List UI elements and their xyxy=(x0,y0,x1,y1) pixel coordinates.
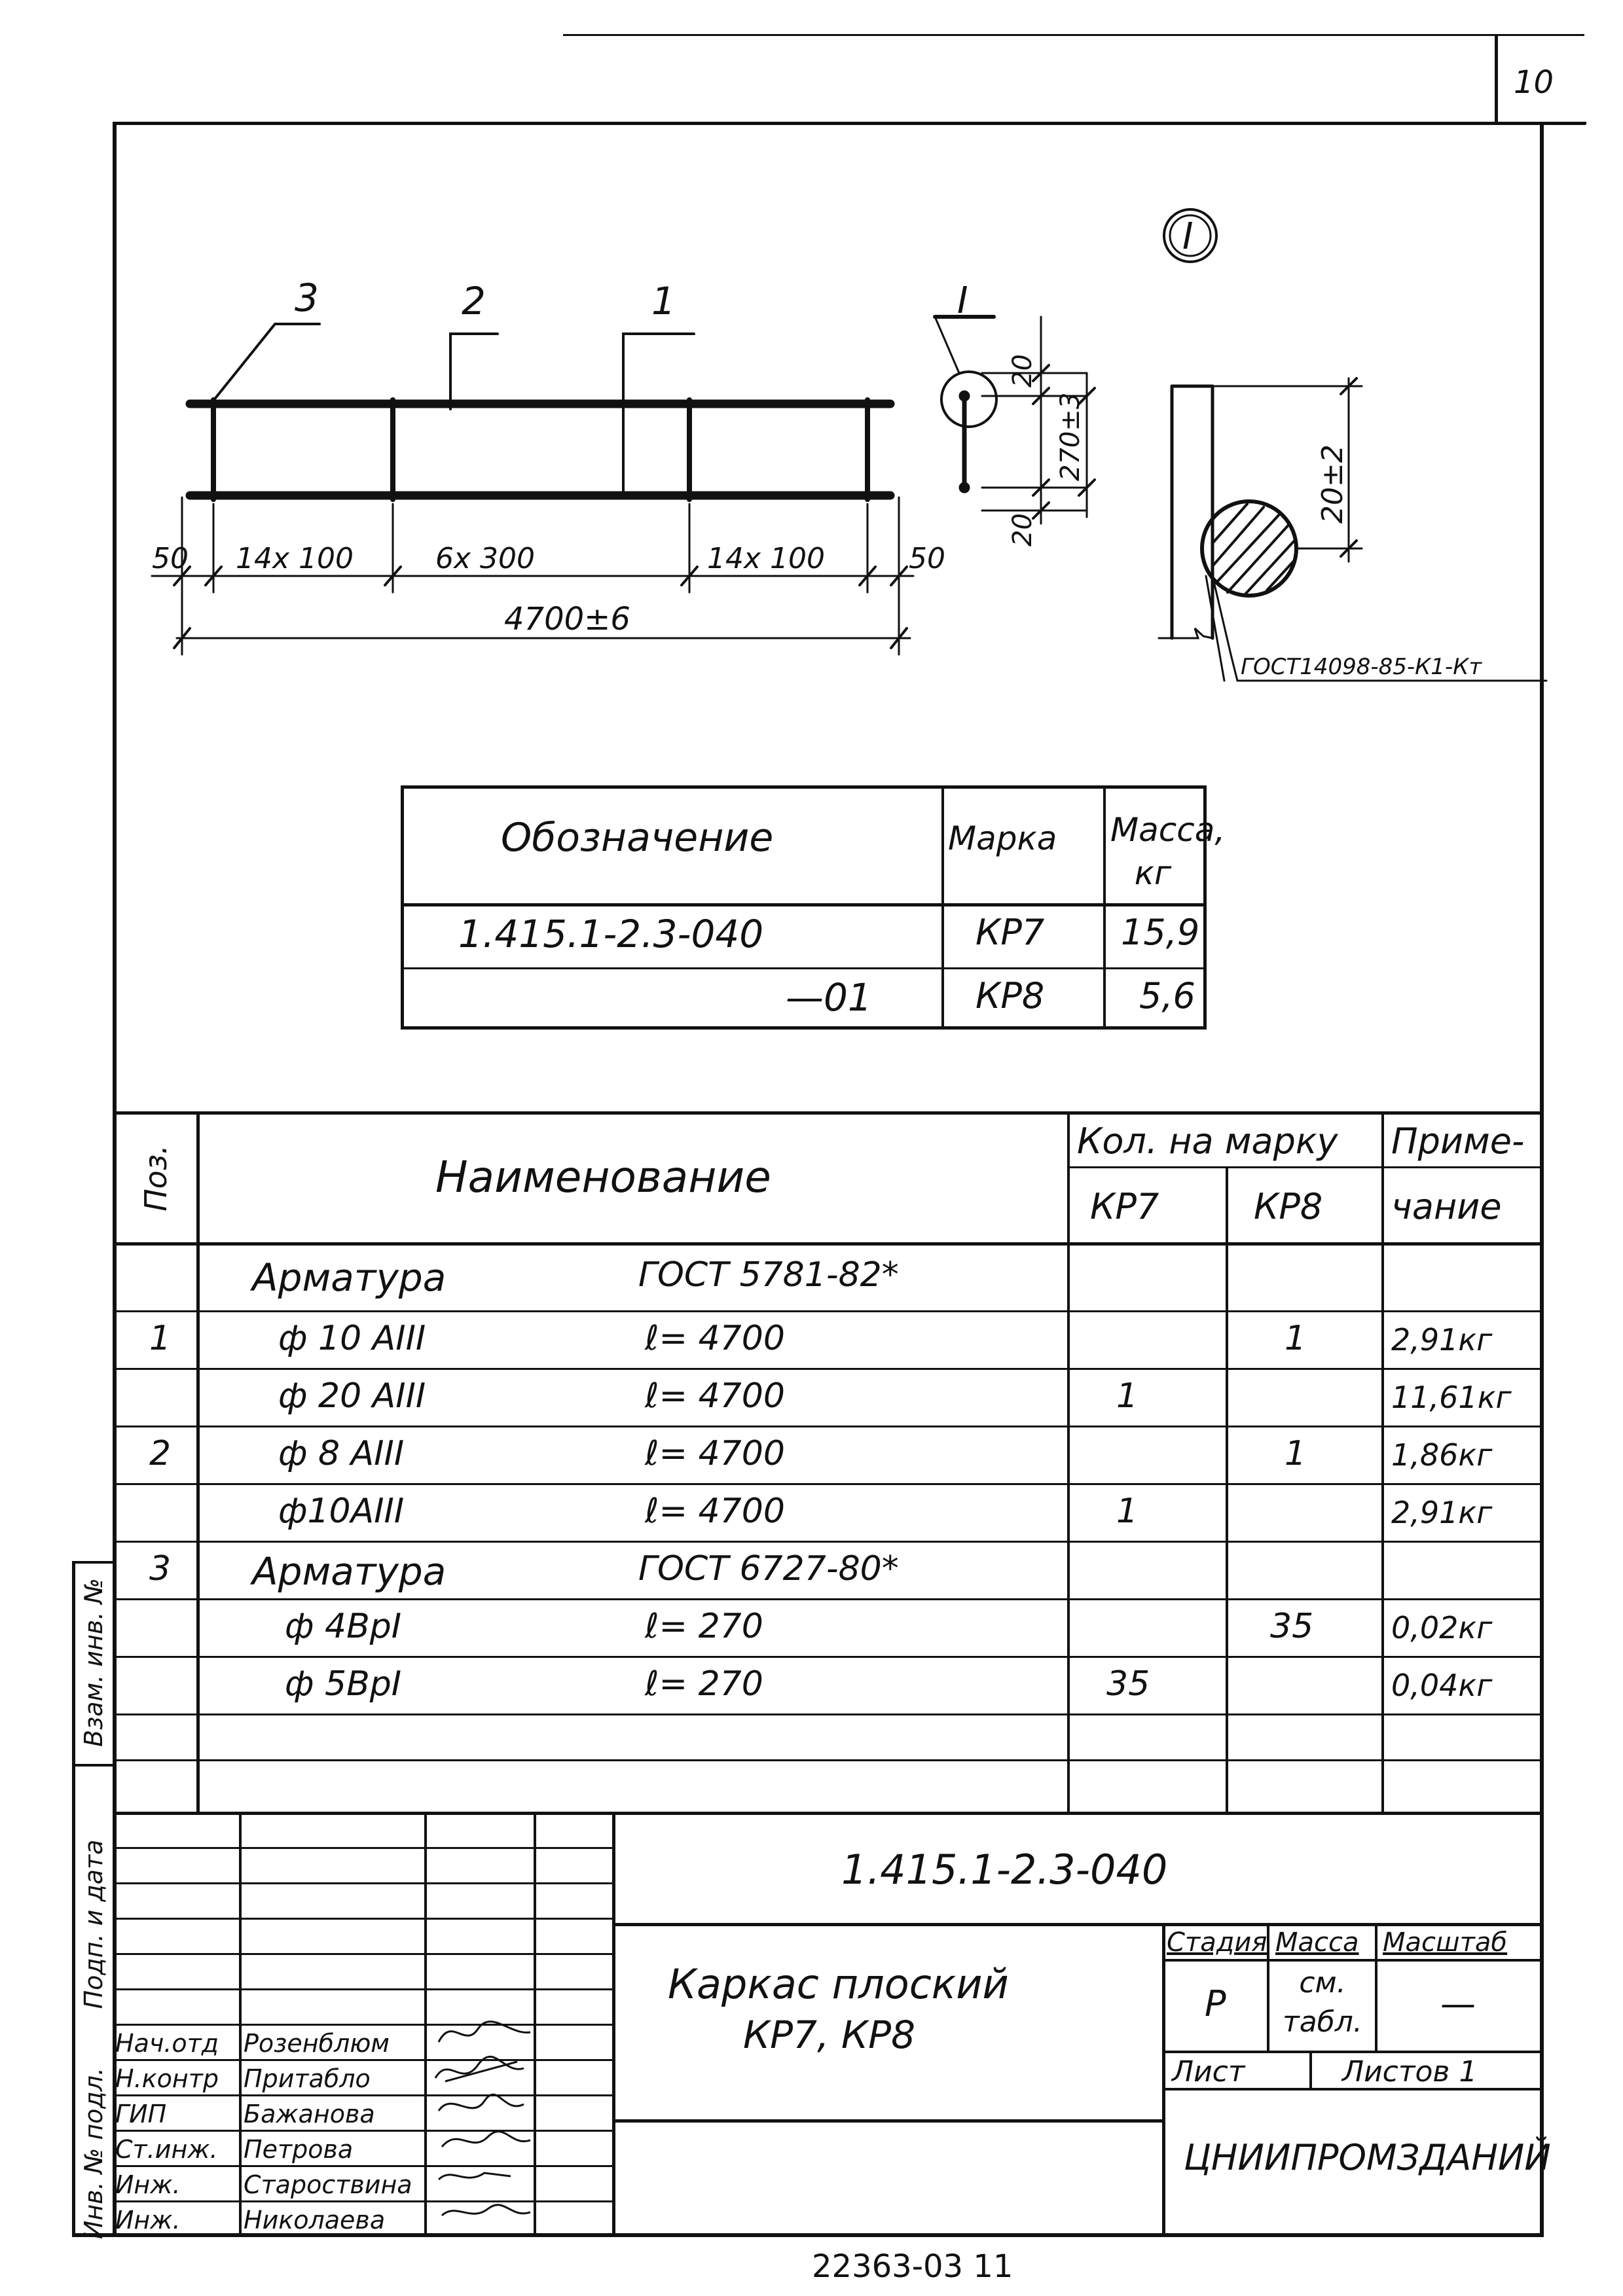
detail-mark-outer xyxy=(1163,208,1218,263)
top-rule xyxy=(563,34,1584,36)
detail-mark-inner xyxy=(1169,214,1212,257)
position-label-3: 3 xyxy=(295,276,319,320)
detail-mark: I xyxy=(1182,215,1194,258)
marks-header-mass: Масса, кг xyxy=(1110,811,1226,892)
marks-row2-mass: 5,6 xyxy=(1139,975,1195,1016)
frame-top xyxy=(113,122,1586,125)
scale-label: Масштаб xyxy=(1383,1928,1508,1958)
marks-row2-designation: —01 xyxy=(786,975,872,1020)
spec-header-note-top: Приме- xyxy=(1391,1121,1525,1162)
marks-row1-mark: КР7 xyxy=(976,912,1045,953)
sheet-number: 10 xyxy=(1514,64,1554,101)
marks-header-designation: Обозначение xyxy=(501,815,774,861)
title-line1: Каркас плоский xyxy=(668,1960,1009,2008)
dim-seg3: 14x 100 xyxy=(707,542,825,575)
doc-number-footer: 22363-03 11 xyxy=(812,2248,1013,2285)
dim-total: 4700±6 xyxy=(504,601,630,637)
dim-left-50: 50 xyxy=(152,542,189,575)
leader-3 xyxy=(212,323,321,402)
detail-callout-circle xyxy=(940,370,998,428)
spec-header-kr7: КР7 xyxy=(1090,1186,1159,1227)
side-label-substitute: Взам. инв. № xyxy=(79,1577,108,1748)
title-doc-code: 1.415.1-2.3-040 xyxy=(841,1846,1168,1893)
weld-note: ГОСТ14098-85-К1-Кт xyxy=(1241,654,1482,680)
sheets-label: Листов 1 xyxy=(1342,2055,1478,2089)
spec-header-kr8: КР8 xyxy=(1254,1186,1323,1227)
leader-2 xyxy=(449,332,499,410)
sheet-number-box-left xyxy=(1495,35,1498,124)
marks-row1-designation: 1.415.1-2.3-040 xyxy=(458,912,764,956)
frame-left xyxy=(113,122,117,2236)
frame-drawing: 3 2 1 50 14x 100 6x 300 14x 100 50 4700±… xyxy=(151,208,1548,682)
marks-header-mark: Марка xyxy=(948,819,1057,857)
spec-header-name: Наименование xyxy=(435,1152,771,1202)
section-mark: I xyxy=(957,279,968,322)
dim-detail-height: 20±2 xyxy=(1316,444,1349,524)
stage-value: Р xyxy=(1205,1983,1226,2024)
dim-seg1: 14x 100 xyxy=(236,542,354,575)
detail-hatch xyxy=(1211,503,1296,597)
dim-seg2: 6x 300 xyxy=(435,542,535,575)
mass-label: Масса xyxy=(1275,1928,1359,1958)
spec-header-note-bottom: чание xyxy=(1391,1186,1502,1227)
dim-section-bottom: 20 xyxy=(1008,513,1038,547)
frame-right xyxy=(1540,122,1544,2236)
sheet-label: Лист xyxy=(1172,2055,1245,2089)
frame-bottom xyxy=(72,2233,1544,2237)
leader-1 xyxy=(622,332,695,499)
spec-header-qty: Кол. на марку xyxy=(1077,1121,1338,1162)
organization: ЦНИИПРОМЗДАНИЙ xyxy=(1184,2137,1551,2178)
side-label-inventory: Инв. № подл. xyxy=(79,2067,108,2240)
title-line2: КР7, КР8 xyxy=(743,2013,915,2057)
position-label-1: 1 xyxy=(651,279,676,323)
dim-right-50: 50 xyxy=(909,542,945,575)
dim-section-height: 270±3 xyxy=(1055,393,1085,481)
side-label-signature: Подп. и дата xyxy=(79,1839,108,2009)
spec-header-pos: Поз. xyxy=(138,1145,173,1211)
side-strip-div1 xyxy=(72,1561,115,1564)
side-strip-div2 xyxy=(72,1764,115,1767)
mass-value: см. табл. xyxy=(1283,1966,1362,2039)
position-label-2: 2 xyxy=(462,279,486,323)
marks-row1-mass: 15,9 xyxy=(1121,912,1200,953)
marks-row2-mark: КР8 xyxy=(976,975,1045,1016)
signature-scribbles xyxy=(434,2020,531,2217)
stage-label: Стадия xyxy=(1167,1928,1267,1958)
side-strip-left xyxy=(72,1561,75,2235)
scale-value: — xyxy=(1440,1983,1476,2024)
dim-section-top: 20 xyxy=(1008,354,1038,387)
